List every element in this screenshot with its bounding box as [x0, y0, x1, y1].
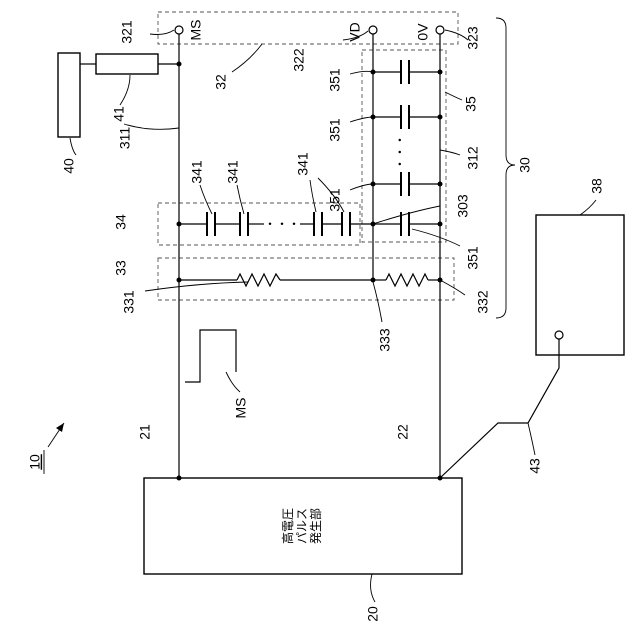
- capacitor-351-row-3: [371, 172, 443, 196]
- label-43: 43: [527, 458, 543, 474]
- label-ms-pulse: MS: [233, 398, 249, 419]
- label-38: 38: [589, 178, 605, 194]
- label-341-1: 341: [189, 160, 205, 184]
- pulse-generator-line-1: 高電圧: [280, 508, 295, 544]
- label-20: 20: [365, 606, 381, 622]
- bracket-30: [496, 18, 515, 318]
- label-vd-terminal: VD: [347, 22, 363, 41]
- label-41: 41: [111, 106, 127, 122]
- wire-43: [440, 339, 559, 478]
- label-35: 35: [463, 96, 479, 112]
- label-323: 323: [465, 26, 481, 50]
- label-30: 30: [517, 157, 533, 173]
- label-33: 33: [113, 260, 129, 276]
- component-40: [58, 53, 80, 137]
- label-333: 333: [377, 328, 393, 352]
- label-40: 40: [61, 158, 77, 174]
- terminal-0v: [436, 26, 444, 34]
- label-351-3: 351: [327, 188, 343, 212]
- label-311: 311: [117, 127, 133, 150]
- label-312: 312: [465, 146, 481, 170]
- label-303: 303: [455, 194, 471, 218]
- label-331: 331: [121, 290, 137, 314]
- label-351-4: 351: [465, 246, 481, 270]
- label-22: 22: [395, 424, 411, 440]
- label-341-3: 341: [295, 152, 311, 176]
- ellipsis-vertical: ・・・: [393, 134, 407, 170]
- label-10: 10: [27, 454, 43, 470]
- capacitor-351-row-1: [371, 60, 443, 84]
- component-38: [536, 215, 624, 355]
- label-21: 21: [137, 424, 153, 440]
- terminal-ms: [175, 26, 183, 34]
- label-322: 322: [291, 48, 307, 72]
- pulse-generator-line-2: パルス: [295, 508, 309, 544]
- label-32: 32: [213, 74, 229, 90]
- label-0v-terminal: 0V: [415, 23, 431, 41]
- resistor-chain-33: [177, 274, 443, 286]
- label-341-2: 341: [225, 160, 241, 184]
- capacitor-351-row-2: [371, 105, 443, 129]
- group-33-box: [158, 258, 454, 300]
- capacitor-351-row-4: [373, 212, 443, 236]
- pulse-generator-line-3: 発生部: [308, 508, 323, 544]
- label-ms-terminal: MS: [188, 20, 204, 41]
- label-351-1: 351: [327, 68, 343, 92]
- label-351-2: 351: [327, 118, 343, 142]
- label-321: 321: [119, 20, 135, 44]
- label-332: 332: [475, 290, 491, 314]
- label-34: 34: [113, 214, 129, 230]
- component-41: [96, 54, 158, 74]
- terminal-vd: [369, 26, 377, 34]
- ellipsis-horizontal: ・・・: [264, 217, 300, 231]
- ms-pulse-waveform: [185, 330, 236, 382]
